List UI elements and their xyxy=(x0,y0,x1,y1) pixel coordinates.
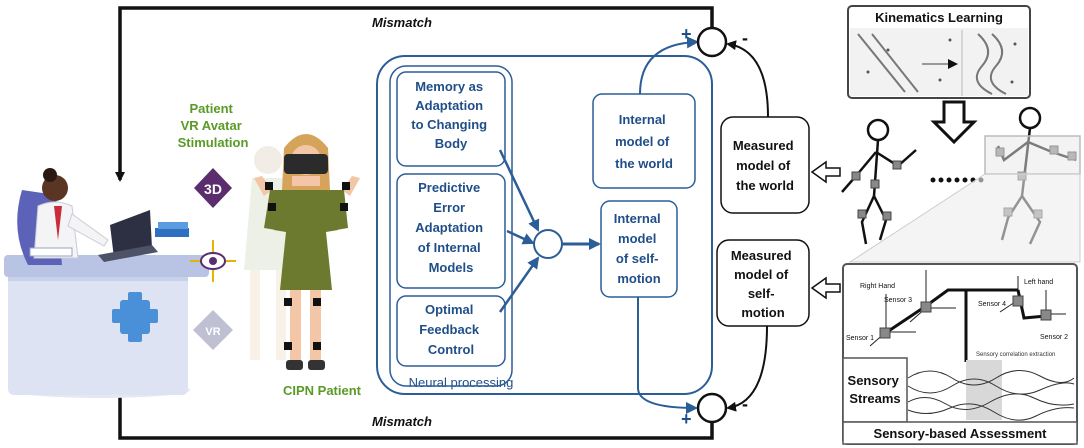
svg-text:Sensor 1: Sensor 1 xyxy=(846,335,874,342)
cipn-patient-illustration xyxy=(254,134,360,370)
svg-text:VR: VR xyxy=(205,326,220,338)
memory-adaptation-box: Memory as Adaptation to Changing Body xyxy=(396,71,506,167)
svg-text:Sensor 2: Sensor 2 xyxy=(1040,334,1068,341)
svg-text:-: - xyxy=(742,394,748,414)
svg-text:Sensor 4: Sensor 4 xyxy=(978,301,1006,308)
predictive-error-box: Predictive Error Adaptation of Internal … xyxy=(396,173,506,289)
svg-text:Right Hand: Right Hand xyxy=(860,283,895,290)
svg-text:Sensor 3: Sensor 3 xyxy=(884,297,912,304)
internal-model-self-motion-box: Internal model of self- motion xyxy=(600,200,678,298)
svg-text:Optimal Feedback C: Optimal Feedback Control xyxy=(419,302,483,357)
cipn-patient-label: CIPN Patient xyxy=(283,383,362,398)
3d-cube-icon: 3D xyxy=(194,168,232,208)
optimal-feedback-box: Optimal Feedback Control xyxy=(396,295,506,367)
vr-badge-icon: VR xyxy=(193,310,233,350)
eye-target-icon xyxy=(190,240,236,282)
zoom-highlight-box xyxy=(984,135,1081,175)
arrow-predictive-to-junction xyxy=(506,229,535,245)
sensory-streams-label: Sensory Streams xyxy=(842,357,908,423)
svg-text:Sensory-based Assessment: Sensory-based Assessment xyxy=(874,426,1048,441)
sensory-assessment-footer: Sensory-based Assessment xyxy=(842,421,1078,445)
arrow-self-model-to-bottom-comparator xyxy=(637,297,698,414)
mismatch-top-label: Mismatch xyxy=(372,15,432,30)
bottom-comparator: + - xyxy=(681,392,748,429)
hollow-arrow-to-measured-world xyxy=(810,160,841,184)
svg-text:3D: 3D xyxy=(204,181,222,197)
neural-processing-container xyxy=(376,55,713,395)
measured-model-world-box: Measured model of the world xyxy=(720,116,810,214)
mismatch-loop-top xyxy=(115,6,714,182)
svg-text:Measured model of: Measured model of the world xyxy=(733,138,797,193)
arrow-optimal-to-junction xyxy=(498,256,540,313)
down-arrow-icon xyxy=(930,100,978,145)
kinematics-learning-panel: Kinematics Learning xyxy=(847,5,1031,99)
clinician-desk-illustration xyxy=(4,168,209,398)
summing-junction xyxy=(533,229,563,259)
svg-text:Predictive Error A: Predictive Error Adaptation of Internal … xyxy=(415,180,487,275)
svg-text:Memory as Adaptation: Memory as Adaptation to Changing Body xyxy=(411,79,490,151)
mismatch-bottom-label: Mismatch xyxy=(372,414,432,429)
svg-text:Measured model of: Measured model of self- motion xyxy=(731,248,795,320)
svg-text:Kinematics Learning: Kinematics Learning xyxy=(875,10,1003,25)
svg-text:Sensory correlation extraction: Sensory correlation extraction xyxy=(976,352,1055,358)
left-column-group xyxy=(389,65,513,387)
patient-vr-label: Patient VR Avatar Stimulation xyxy=(178,101,249,150)
stick-figure-left-sensors xyxy=(851,160,902,221)
internal-model-world-box: Internal model of the world xyxy=(592,93,696,189)
arrow-measured-world-to-top-comparator xyxy=(726,40,769,118)
svg-text:+: + xyxy=(681,24,692,44)
arrow-memory-to-junction xyxy=(498,149,540,232)
top-comparator: + - xyxy=(681,24,748,58)
svg-text:Left hand: Left hand xyxy=(1024,279,1053,286)
svg-text:Internal model of: Internal model of the world xyxy=(615,112,673,171)
measured-model-self-motion-box: Measured model of self- motion xyxy=(716,239,810,327)
hollow-arrow-to-measured-self xyxy=(810,276,841,300)
neural-processing-label: Neural processing xyxy=(409,375,514,390)
mismatch-loop-bottom xyxy=(115,363,714,440)
arrow-world-model-to-top-comparator xyxy=(639,36,699,95)
zoom-projection xyxy=(848,173,1081,263)
svg-text:-: - xyxy=(742,28,748,48)
svg-text:Sensory Streams: Sensory Streams xyxy=(848,373,903,406)
svg-text:Internal model of: Internal model of self- motion xyxy=(614,211,665,286)
arrow-measured-self-to-bottom-comparator xyxy=(726,325,768,412)
svg-text:+: + xyxy=(681,409,692,429)
